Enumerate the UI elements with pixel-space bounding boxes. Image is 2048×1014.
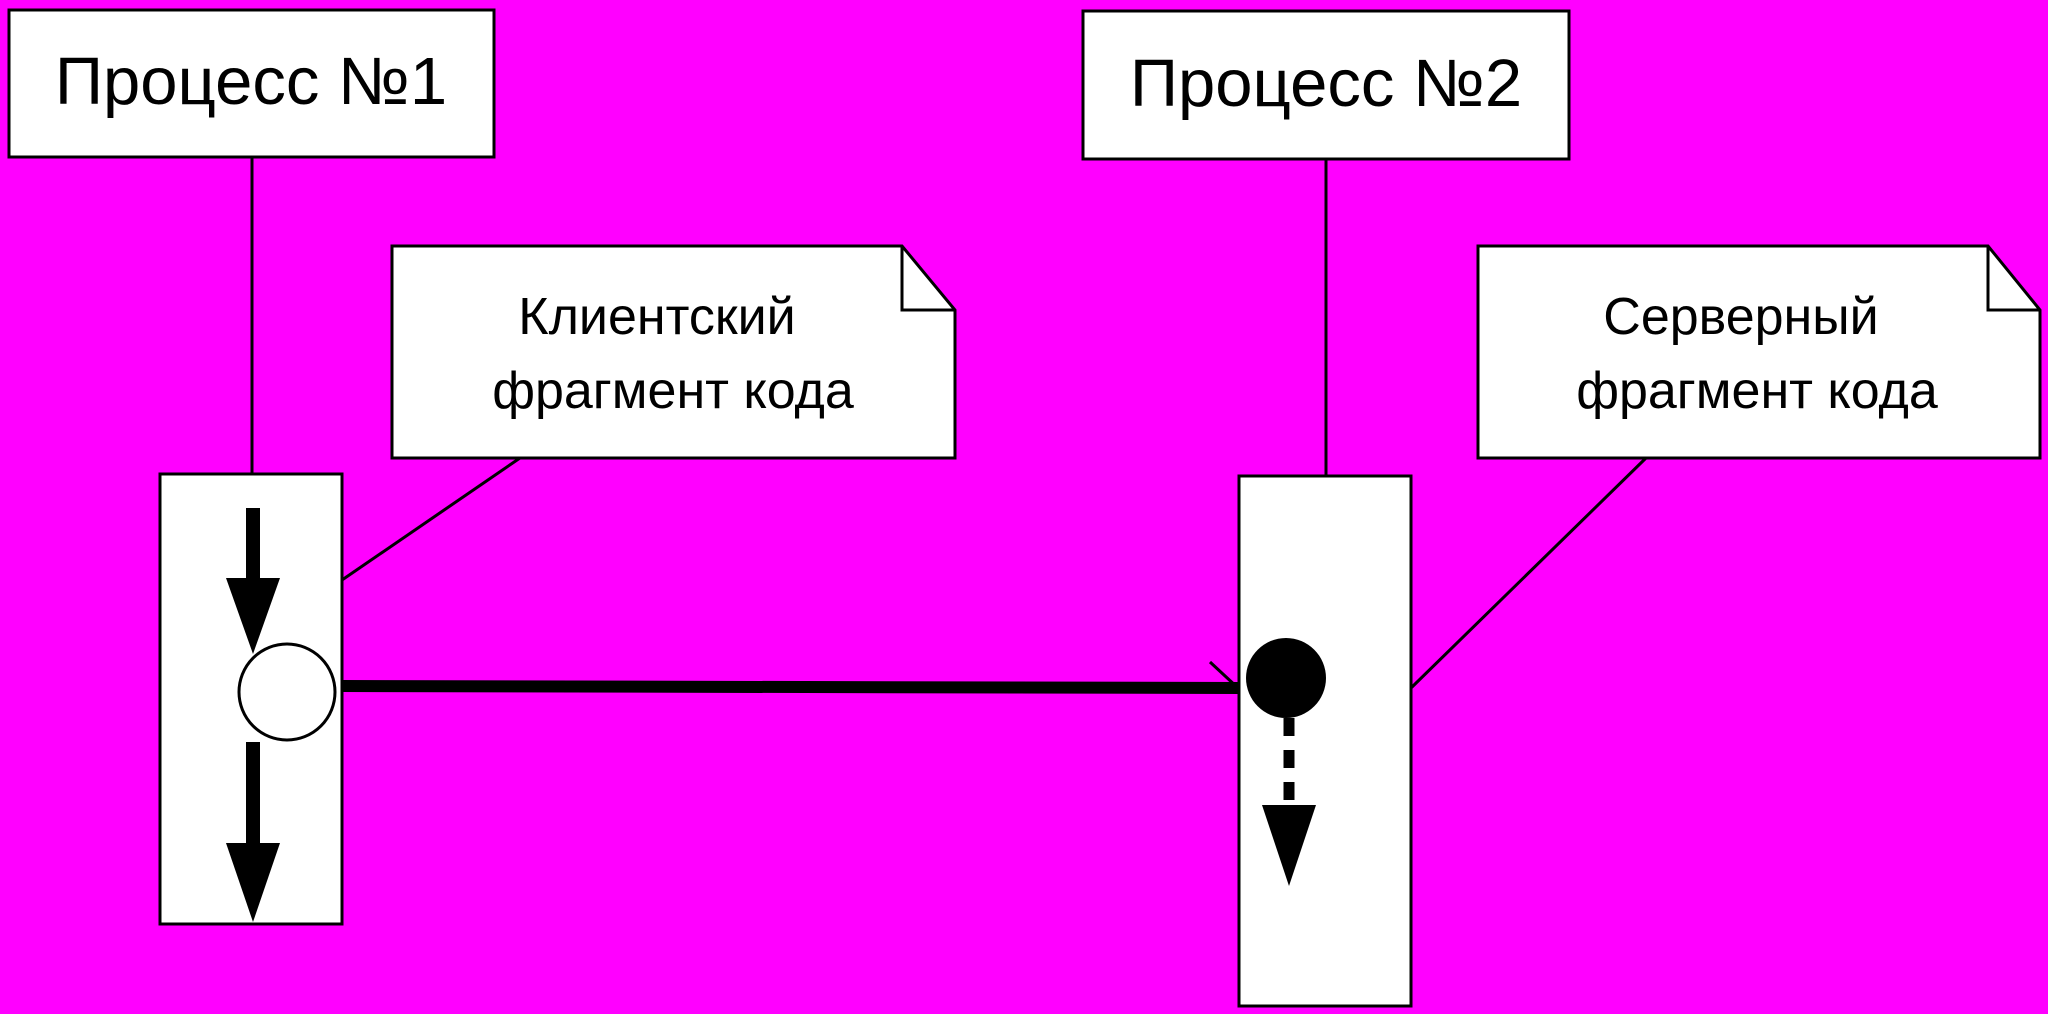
process-1-header-box[interactable] xyxy=(7,8,496,159)
server-code-note: Серверный фрагмент кода xyxy=(1409,244,2042,690)
server-note-box[interactable] xyxy=(1476,244,2042,460)
client-note-box[interactable] xyxy=(390,244,957,460)
client-code-note: Клиентский фрагмент кода xyxy=(341,244,957,582)
process-2: Процесс №2 xyxy=(1081,9,1571,1008)
client-note-connector xyxy=(341,456,521,582)
process-1-label: Процесс №1 xyxy=(55,44,447,119)
server-note-fold-icon xyxy=(1986,246,2040,312)
process-1: Процесс №1 xyxy=(7,8,496,926)
receive-point-filled-circle-icon[interactable] xyxy=(1246,638,1326,718)
message-arrow xyxy=(341,660,1241,694)
note-fold-icon xyxy=(900,246,955,312)
process-2-activation-box[interactable] xyxy=(1237,474,1413,1008)
flow-down-arrow-icon xyxy=(226,508,280,654)
message-line xyxy=(341,680,1241,694)
client-note-line2: фрагмент кода xyxy=(492,362,854,420)
message-arrowhead-tick xyxy=(1208,660,1240,690)
process-2-label: Процесс №2 xyxy=(1130,46,1522,121)
server-note-line1: Серверный xyxy=(1603,288,1878,346)
server-note-connector xyxy=(1409,456,1648,690)
client-note-line1: Клиентский xyxy=(518,288,795,346)
send-point-circle-icon[interactable] xyxy=(237,642,337,742)
dashed-flow-arrow-icon xyxy=(1262,718,1316,886)
process-2-header-box[interactable] xyxy=(1081,9,1571,161)
server-note-line2: фрагмент кода xyxy=(1576,362,1938,420)
flow-down-arrow-icon-lower xyxy=(226,742,280,922)
